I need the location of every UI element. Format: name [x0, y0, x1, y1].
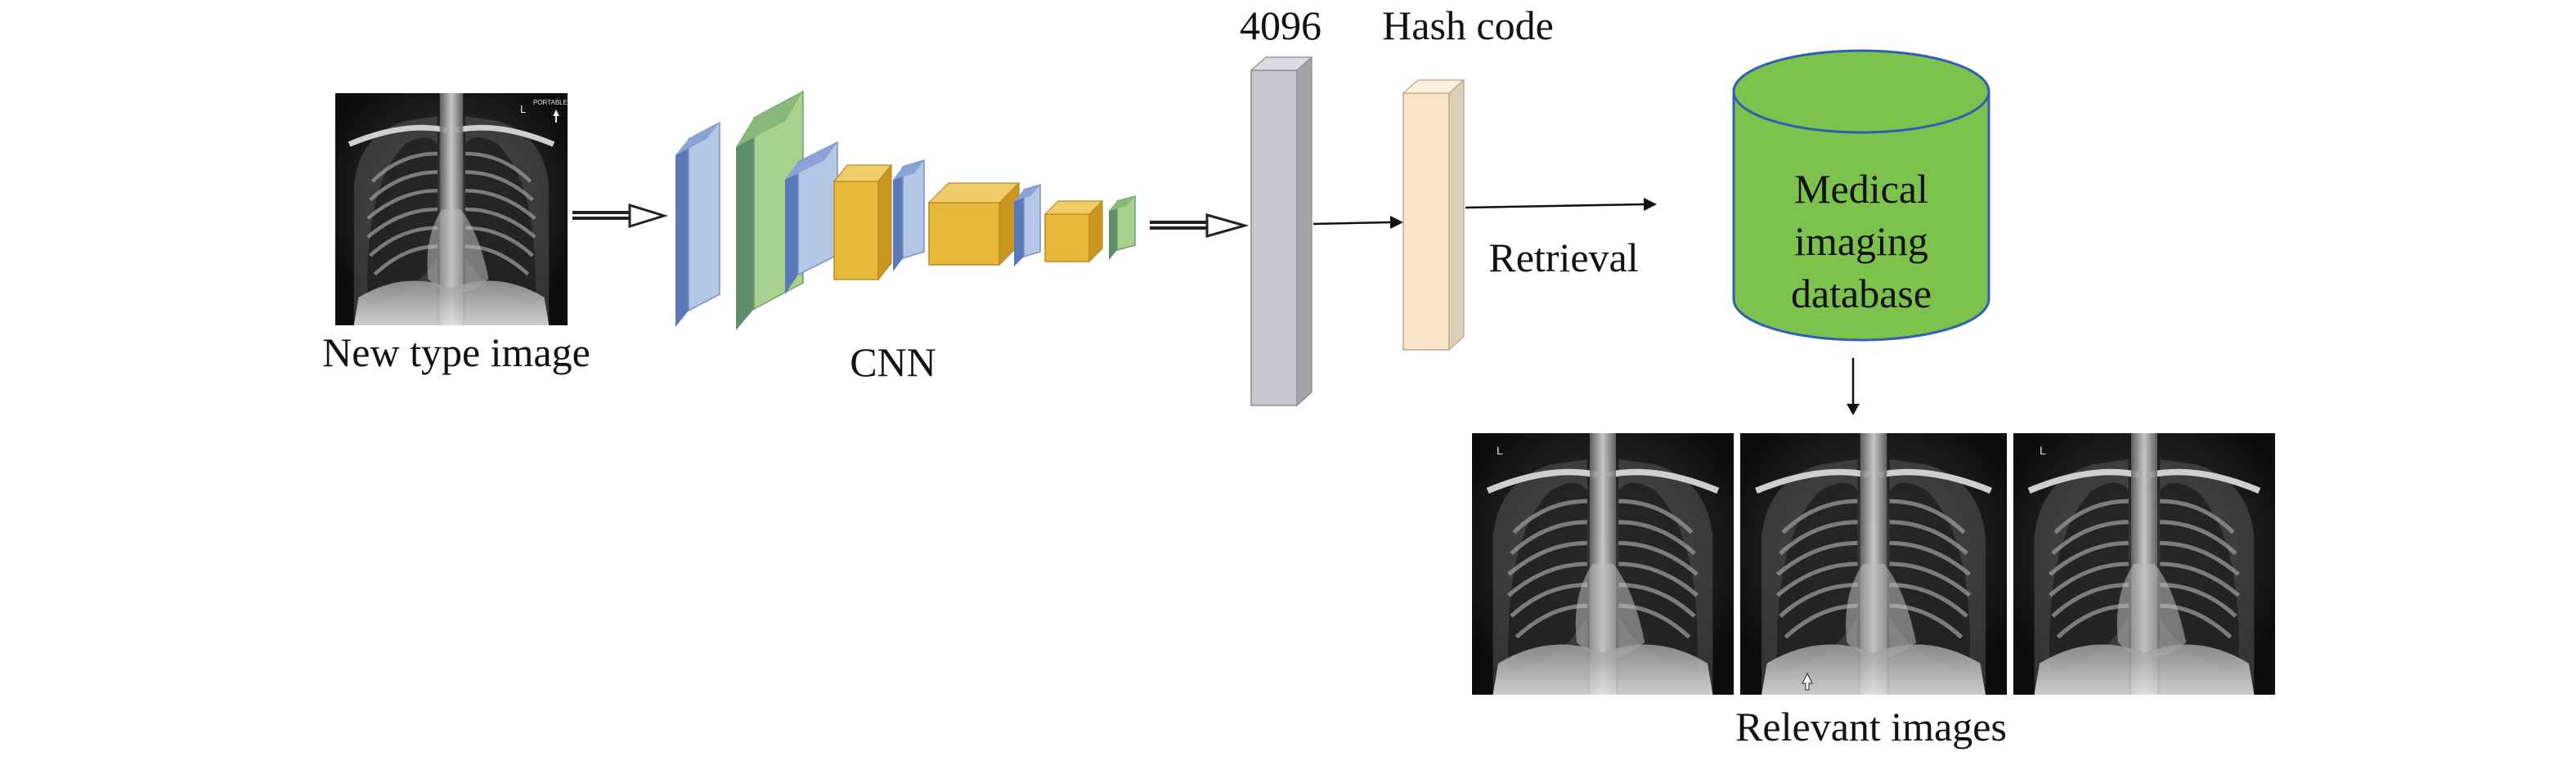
result-1-corner-mark: L	[1497, 444, 1503, 457]
input-xray-up-arrow-icon	[553, 110, 559, 123]
feature-vector-bar	[1250, 56, 1313, 407]
cnn-layer-6	[1109, 195, 1136, 260]
input-xray-image: L PORTABLE	[335, 93, 568, 325]
input-image-label: New type image	[322, 329, 590, 375]
input-xray-corner-mark: L	[520, 103, 526, 115]
result-2-marker-icon	[1802, 672, 1813, 691]
cnn-pool-3	[1043, 199, 1104, 263]
result-xray-image-2	[1740, 433, 2007, 695]
result-xray-image-1: L	[1472, 433, 1734, 695]
cnn-layer-2	[736, 90, 804, 330]
input-to-cnn-arrow	[572, 203, 669, 229]
hash-code-label: Hash code	[1382, 2, 1554, 48]
cnn-layer-5	[1014, 183, 1041, 266]
cnn-layer-1	[675, 121, 720, 327]
cnn-pool-2	[927, 181, 1021, 266]
database-label-line-2: imaging	[1794, 218, 1928, 264]
cnn-layer-4	[893, 159, 925, 271]
result-xray-image-3: L	[2013, 433, 2275, 695]
medical-database-cylinder	[1732, 49, 1990, 342]
feature-dimension-label: 4096	[1240, 2, 1322, 48]
hash-code-bar	[1402, 78, 1465, 351]
cnn-network	[675, 90, 1136, 330]
cnn-label: CNN	[850, 339, 936, 385]
input-xray-portable-mark: PORTABLE	[533, 99, 568, 106]
cnn-layer-3	[785, 141, 838, 294]
result-3-corner-mark: L	[2040, 444, 2046, 457]
cnn-pool-1	[832, 163, 893, 281]
database-to-results-arrow	[1847, 358, 1860, 415]
database-label-line-3: database	[1791, 271, 1932, 316]
database-label-line-1: Medical	[1794, 166, 1928, 212]
cnn-to-feature-arrow	[1150, 213, 1250, 238]
relevant-images-label: Relevant images	[1735, 704, 2007, 749]
retrieval-label: Retrieval	[1488, 235, 1638, 280]
feature-to-hash-arrow	[1313, 216, 1403, 229]
hash-to-database-arrow	[1465, 198, 1657, 211]
